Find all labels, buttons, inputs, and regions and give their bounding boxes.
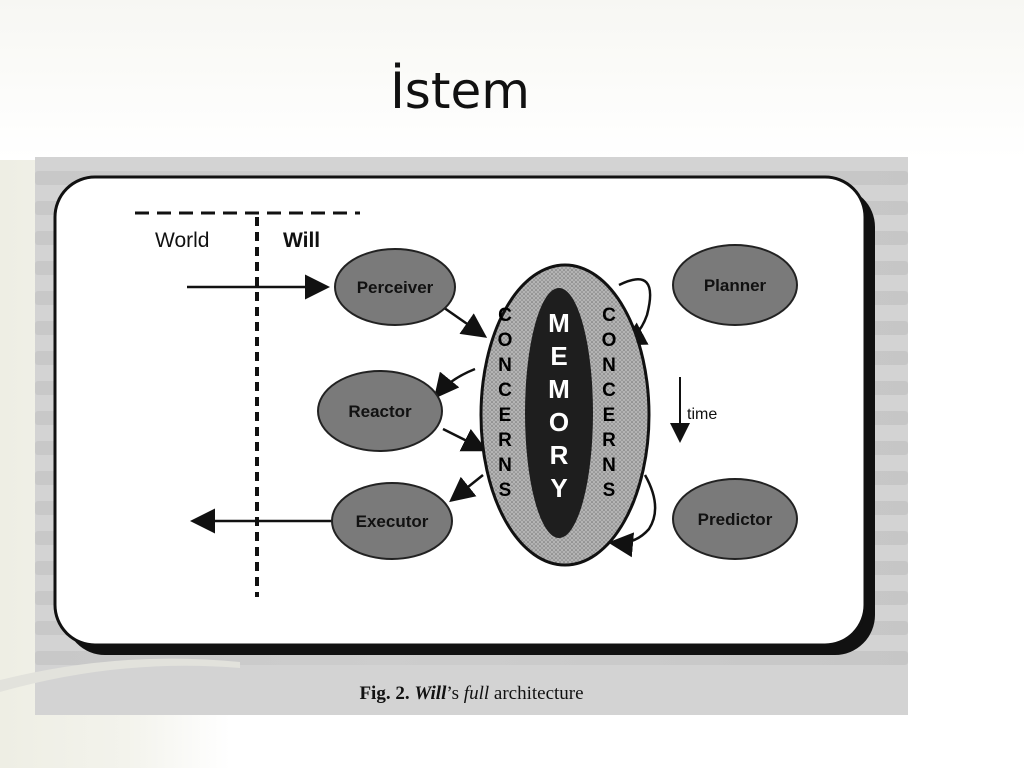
caption-will: Will [414,683,447,704]
memory-letter: R [550,440,569,470]
figure-number: Fig. 2. [359,683,410,704]
reactor-to-concerns-arrow [442,427,488,452]
memory-letter: E [550,341,567,371]
perceiver-label: Perceiver [357,278,434,297]
executor-label: Executor [356,512,429,531]
concerns-to-executor-arrow [449,474,484,503]
concerns-right-letter: N [602,355,616,376]
executor-node: Executor [331,482,453,560]
concerns-left-text: C O N C E R N S [498,305,513,501]
architecture-diagram: World Will time C O N C E R N S C O N [53,175,875,655]
concerns-left-letter: O [498,330,513,351]
concerns-right-text: C O N C E R N S [602,305,617,501]
memory-letter: M [548,308,570,338]
caption-rest: architecture [489,683,584,704]
concerns-to-reactor-arrow [433,367,476,399]
concerns-right-letter: S [603,480,616,501]
planner-node: Planner [672,244,798,326]
time-label: time [687,406,717,423]
will-label: Will [283,229,320,252]
world-label: World [155,229,209,252]
reactor-node: Reactor [317,370,443,452]
memory-text: M E M O R Y [548,308,570,503]
figure-caption: Fig. 2. Will’s full architecture [35,683,908,705]
caption-full: full [463,683,490,704]
concerns-right-letter: E [603,405,616,426]
slide-background-top [0,0,1024,160]
concerns-left-letter: N [498,455,512,476]
concerns-left-letter: C [498,380,512,401]
concerns-predictor-loop [608,474,657,558]
decorative-swoosh [0,658,240,692]
predictor-label: Predictor [698,510,773,529]
memory-letter: Y [550,473,567,503]
concerns-left-letter: C [498,305,512,326]
concerns-right-letter: C [602,305,616,326]
concerns-left-letter: E [499,405,512,426]
concerns-left-letter: S [499,480,512,501]
planner-label: Planner [704,276,767,295]
perceiver-to-concerns-arrow [439,303,488,338]
predictor-node: Predictor [672,478,798,560]
concerns-right-letter: N [602,455,616,476]
concerns-right-letter: C [602,380,616,401]
concerns-right-letter: R [602,430,616,451]
memory-letter: O [549,407,569,437]
caption-possessive: ’s [446,683,464,704]
perceiver-node: Perceiver [334,248,456,326]
reactor-label: Reactor [348,402,412,421]
concerns-left-letter: N [498,355,512,376]
memory-letter: M [548,374,570,404]
concerns-left-letter: R [498,430,512,451]
slide-title: İstem [390,62,530,120]
memory-oval [525,288,593,538]
architecture-figure: World Will time C O N C E R N S C O N [35,157,908,715]
concerns-right-letter: O [602,330,617,351]
